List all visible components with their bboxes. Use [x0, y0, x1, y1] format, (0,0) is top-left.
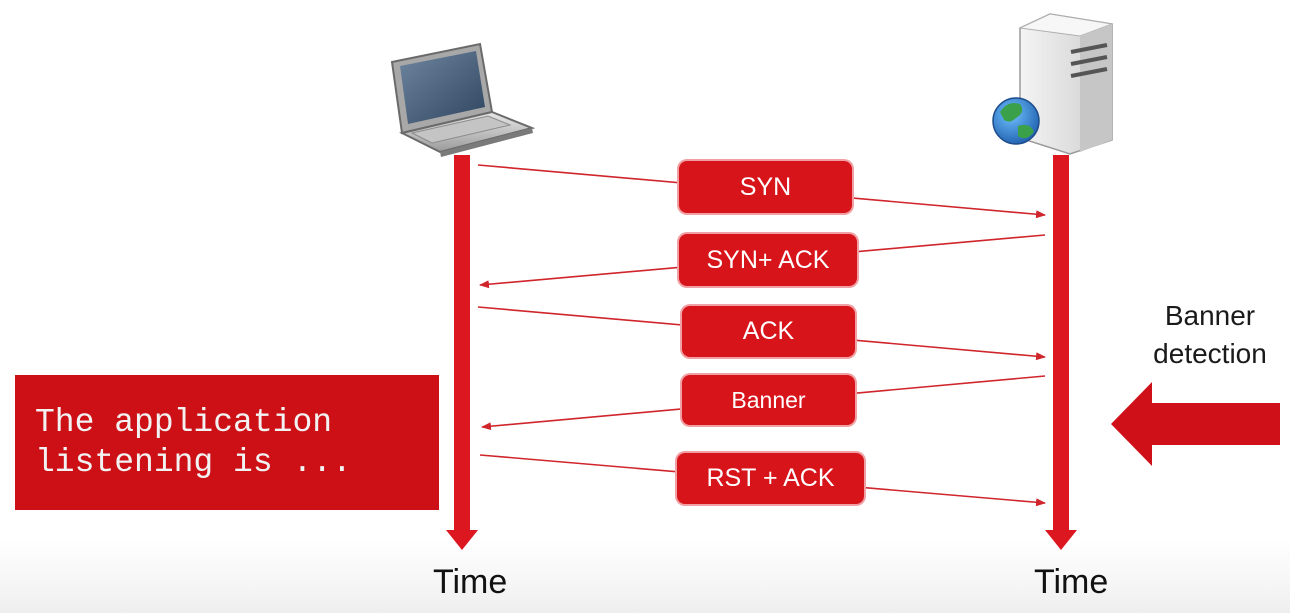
- banner-detection-arrow: [1111, 382, 1280, 466]
- callout-line1: The application: [35, 404, 333, 441]
- banner-detection-line2: detection: [1153, 338, 1267, 369]
- bottom-shade-band: [0, 540, 1290, 613]
- server-with-globe-icon: [992, 13, 1114, 155]
- syn-label: SYN: [679, 161, 852, 213]
- banner-label: Banner: [682, 375, 855, 425]
- laptop-icon: [390, 42, 536, 157]
- server-timeline: [1045, 155, 1077, 550]
- client-time-label: Time: [433, 563, 508, 601]
- banner-detection-line1: Banner: [1164, 300, 1256, 331]
- syn-ack-label: SYN+ ACK: [679, 234, 857, 286]
- ack-label: ACK: [682, 306, 855, 357]
- banner-detection-caption: Banner detection: [1130, 297, 1290, 373]
- client-timeline: [446, 155, 478, 550]
- rst-ack-label: RST + ACK: [677, 453, 864, 504]
- server-time-label: Time: [1034, 563, 1109, 601]
- application-callout-box: The application listening is ...: [15, 375, 439, 510]
- callout-line2: listening is ...: [35, 444, 352, 481]
